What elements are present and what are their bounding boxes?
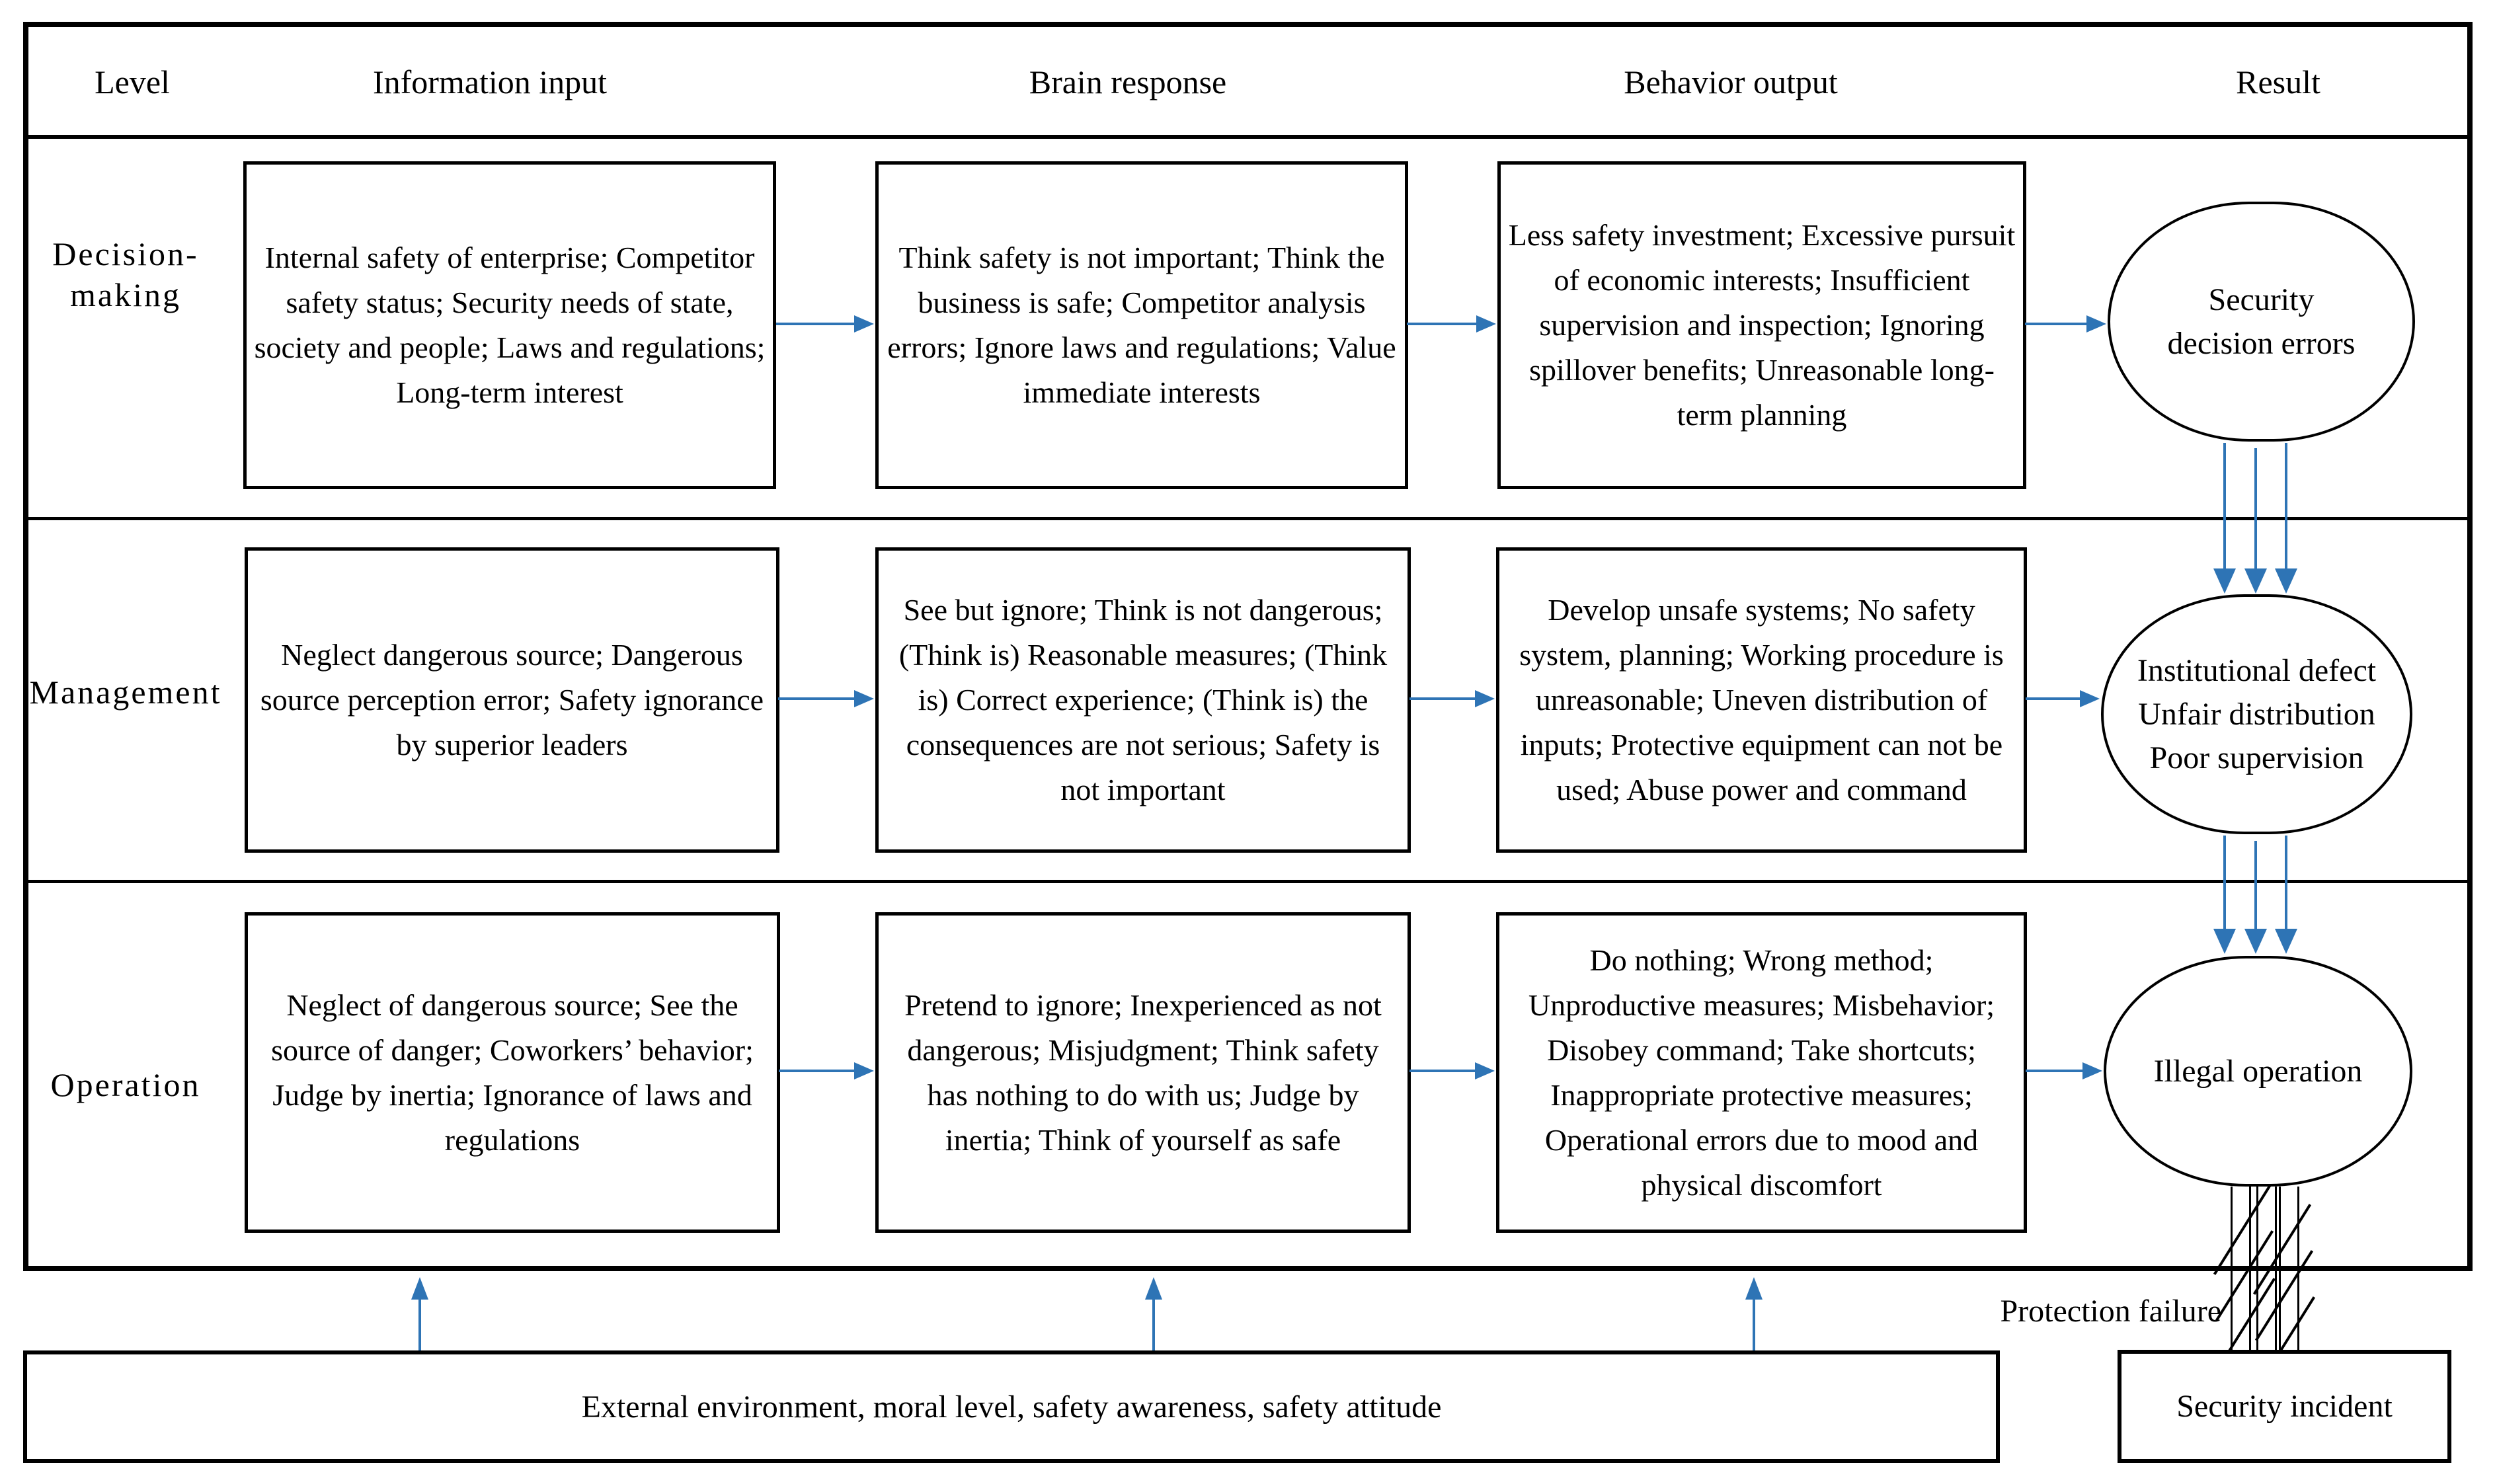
- column-header-level: Level: [95, 63, 170, 100]
- brain-box-decision-text: Think safety is not important; Think the…: [887, 241, 1396, 409]
- behavior-box-decision: Less safety investment; Excessive pursui…: [1497, 161, 2026, 489]
- column-header-brain: Brain response: [1029, 63, 1227, 100]
- arrow-right-icon-behavior-result-row1: [2025, 323, 2086, 325]
- arrow-up-icon-environment-brain: [1152, 1300, 1155, 1350]
- behavior-box-operation-text: Do nothing; Wrong method; Unproductive m…: [1528, 943, 1995, 1202]
- environment-box-text: External environment, moral level, safet…: [581, 1389, 1442, 1425]
- brain-box-management: See but ignore; Think is not dangerous; …: [875, 547, 1411, 853]
- result-shape-management-text: Institutional defect Unfair distribution…: [2137, 652, 2377, 775]
- arrow-down-icon-result2-result3-b: [2254, 841, 2257, 929]
- arrow-down-icon-result2-result3-c: [2285, 836, 2287, 929]
- behavior-box-decision-text: Less safety investment; Excessive pursui…: [1508, 218, 2016, 432]
- level-label-operation: Operation: [50, 1066, 201, 1103]
- arrow-right-icon-brain-behavior-row3: [1409, 1070, 1475, 1072]
- behavior-box-management: Develop unsafe systems; No safety system…: [1496, 547, 2027, 853]
- result-shape-operation: Illegal operation: [2104, 956, 2412, 1187]
- barrier-line-4: [2275, 1187, 2277, 1350]
- arrow-right-icon-behavior-result-row3: [2026, 1070, 2082, 1072]
- row-separator-2: [26, 880, 2470, 883]
- input-box-decision: Internal safety of enterprise; Competito…: [243, 161, 776, 489]
- level-label-management: Management: [29, 674, 222, 711]
- barrier-line-1: [2231, 1187, 2233, 1350]
- main-table-frame: [23, 22, 2473, 1271]
- column-header-input: Information input: [372, 63, 608, 100]
- brain-box-operation-text: Pretend to ignore; Inexperienced as not …: [904, 988, 1382, 1157]
- barrier-line-6: [2297, 1187, 2299, 1350]
- result-shape-management: Institutional defect Unfair distribution…: [2101, 594, 2412, 834]
- brain-box-decision: Think safety is not important; Think the…: [875, 161, 1408, 489]
- arrow-right-icon-brain-behavior-row1: [1407, 323, 1476, 325]
- barrier-line-3: [2256, 1187, 2258, 1350]
- result-shape-operation-text: Illegal operation: [2153, 1053, 2363, 1089]
- row-separator-1: [26, 517, 2470, 520]
- column-header-result: Result: [2236, 63, 2320, 100]
- level-label-decision-making: Decision-making: [52, 235, 199, 313]
- input-box-decision-text: Internal safety of enterprise; Competito…: [254, 241, 766, 409]
- arrow-up-icon-environment-input: [418, 1300, 421, 1350]
- arrow-right-icon-input-brain-row3: [779, 1070, 854, 1072]
- protection-failure-label: Protection failure: [2000, 1294, 2221, 1329]
- arrow-up-icon-environment-behavior: [1753, 1300, 1755, 1350]
- arrow-right-icon-brain-behavior-row2: [1409, 697, 1475, 700]
- brain-box-management-text: See but ignore; Think is not dangerous; …: [898, 593, 1388, 806]
- column-header-behavior: Behavior output: [1624, 63, 1838, 100]
- arrow-down-icon-result1-result2-a: [2223, 443, 2226, 568]
- header-separator-line: [26, 135, 2470, 139]
- barrier-line-5: [2279, 1187, 2281, 1350]
- environment-box: External environment, moral level, safet…: [23, 1350, 2000, 1463]
- result-shape-decision: Security decision errors: [2108, 202, 2415, 442]
- input-box-operation-text: Neglect of dangerous source; See the sou…: [271, 988, 754, 1157]
- input-box-operation: Neglect of dangerous source; See the sou…: [245, 912, 780, 1233]
- security-incident-box-text: Security incident: [2176, 1389, 2393, 1424]
- result-shape-decision-text: Security decision errors: [2167, 282, 2356, 361]
- brain-box-operation: Pretend to ignore; Inexperienced as not …: [875, 912, 1411, 1233]
- input-box-management-text: Neglect dangerous source; Dangerous sour…: [260, 638, 764, 762]
- arrow-down-icon-result1-result2-b: [2254, 448, 2257, 568]
- security-incident-box: Security incident: [2118, 1350, 2451, 1463]
- arrow-down-icon-result2-result3-a: [2223, 836, 2226, 929]
- arrow-right-icon-behavior-result-row2: [2026, 697, 2080, 700]
- behavior-box-operation: Do nothing; Wrong method; Unproductive m…: [1496, 912, 2027, 1233]
- input-box-management: Neglect dangerous source; Dangerous sour…: [245, 547, 779, 853]
- arrow-down-icon-result1-result2-c: [2285, 443, 2287, 568]
- arrow-right-icon-input-brain-row2: [778, 697, 854, 700]
- behavior-box-management-text: Develop unsafe systems; No safety system…: [1519, 593, 2004, 806]
- arrow-right-icon-input-brain-row1: [776, 323, 854, 325]
